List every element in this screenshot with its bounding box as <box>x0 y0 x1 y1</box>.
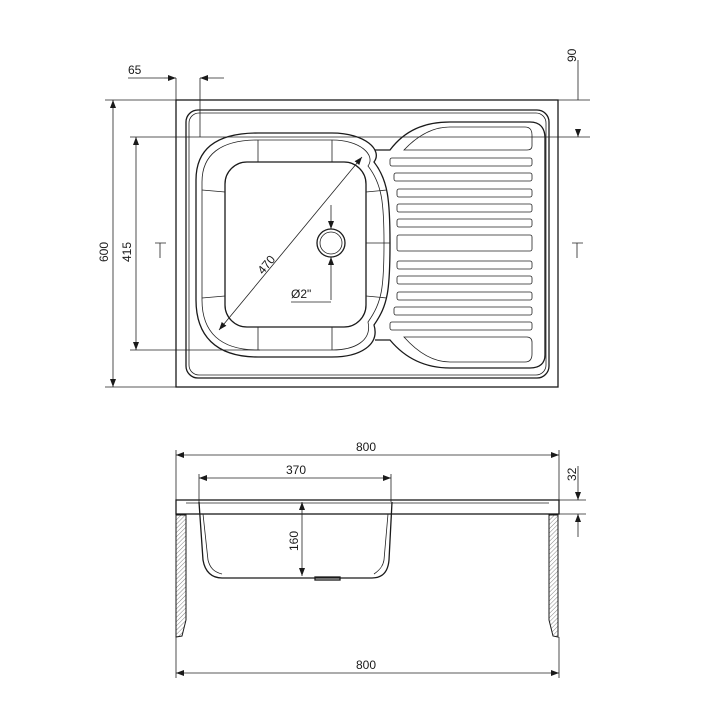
side-view: 800 370 160 32 800 <box>175 440 586 678</box>
sink-outline <box>175 99 559 388</box>
dim-drain: Ø2" <box>291 287 311 301</box>
dim-bowl-diagonal: 470 <box>255 252 279 277</box>
dimension-lines <box>105 60 590 388</box>
side-dimension-lines <box>175 450 586 678</box>
dim-rim-height: 32 <box>565 467 579 481</box>
dim-rim-offset: 65 <box>128 63 142 77</box>
bowl <box>195 132 391 358</box>
right-leg <box>548 514 559 638</box>
top-view: 65 90 600 415 470 Ø2" <box>97 48 590 388</box>
drainboard-ribs <box>389 157 533 331</box>
drainboard <box>375 121 546 369</box>
dim-bowl-height: 160 <box>287 531 301 551</box>
countertop-plate <box>175 499 560 515</box>
dim-bowl-width: 370 <box>286 463 306 477</box>
drain-hole <box>316 228 346 258</box>
dim-top-width: 800 <box>356 440 376 454</box>
sink-rim <box>185 109 550 379</box>
dim-drainboard-offset: 90 <box>565 48 579 62</box>
dim-bowl-depth: 415 <box>120 242 134 262</box>
left-leg <box>175 514 187 638</box>
dim-bottom-width: 800 <box>356 658 376 672</box>
bowl-profile <box>198 501 393 579</box>
dim-total-depth: 600 <box>97 242 111 262</box>
